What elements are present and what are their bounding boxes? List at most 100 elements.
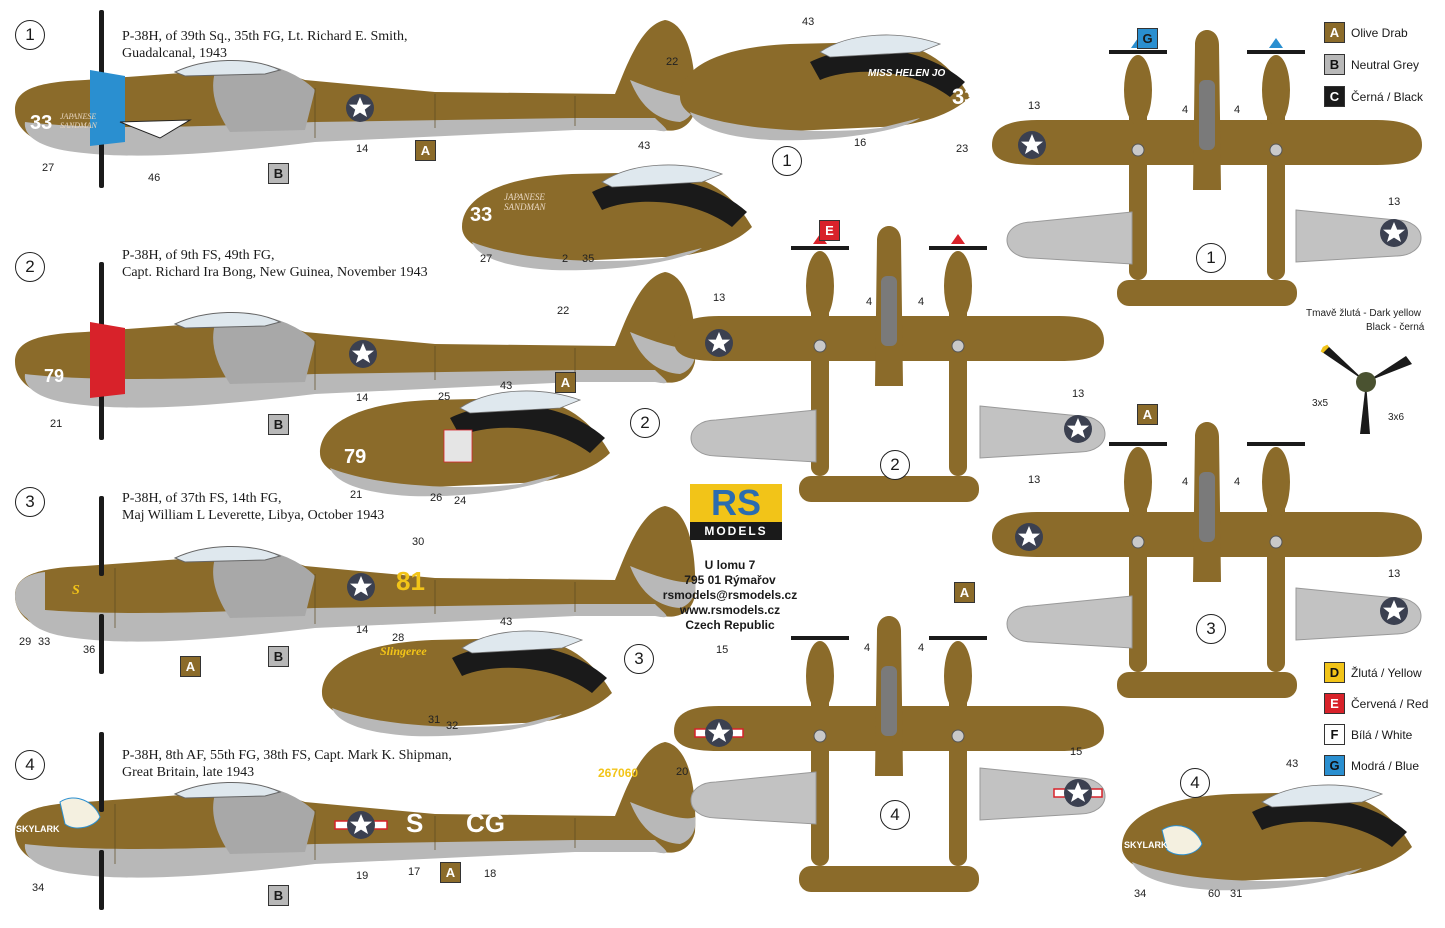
legend-f-label: Bílá / White bbox=[1351, 727, 1413, 742]
color-letter-b-4: B bbox=[268, 885, 289, 906]
legend-b: B Neutral Grey bbox=[1324, 54, 1419, 75]
prop-count-right: 3x6 bbox=[1388, 412, 1405, 423]
legend-f: F Bílá / White bbox=[1324, 724, 1412, 745]
color-letter-b-3: B bbox=[268, 646, 289, 667]
scheme-4-caption-line1: P-38H, 8th AF, 55th FG, 38th FS, Capt. M… bbox=[122, 748, 452, 763]
legend-d: D Žlutá / Yellow bbox=[1324, 662, 1422, 683]
callout-14-3: 14 bbox=[356, 624, 369, 636]
scheme-2-side-profile bbox=[14, 261, 696, 441]
color-letter-a-4: A bbox=[440, 862, 461, 883]
top-view-number-1: 1 bbox=[1196, 243, 1226, 273]
prop-label-black: Black - černá bbox=[1366, 322, 1425, 333]
s2-code-tail: 79 bbox=[587, 294, 619, 325]
callout-35: 35 bbox=[582, 253, 595, 265]
callout-14-2: 14 bbox=[356, 392, 369, 404]
nose-view-2 bbox=[319, 390, 611, 497]
callout-33: 33 bbox=[38, 636, 51, 648]
callout-34-b: 34 bbox=[1134, 888, 1147, 900]
legend-c-label: Černá / Black bbox=[1351, 89, 1424, 104]
scheme-2-caption: P-38H, of 9th FS, 49th FG, Capt. Richard… bbox=[122, 247, 428, 281]
scheme-1-side-profile bbox=[14, 9, 696, 189]
color-letter-b-2: B bbox=[268, 414, 289, 435]
top-view-number-2: 2 bbox=[880, 450, 910, 480]
callout-22-2: 22 bbox=[557, 305, 570, 317]
callout-4-b: 4 bbox=[1234, 104, 1241, 116]
callout-15-b: 15 bbox=[1070, 746, 1083, 758]
legend-a-label: Olive Drab bbox=[1351, 25, 1408, 40]
callout-43-3: 43 bbox=[500, 616, 513, 628]
callout-4-d: 4 bbox=[918, 296, 925, 308]
callout-24: 24 bbox=[454, 495, 467, 507]
scheme-number-2: 2 bbox=[15, 252, 45, 282]
callout-13-f: 13 bbox=[1388, 568, 1401, 580]
shark-mouth bbox=[119, 119, 192, 139]
scheme-1-caption: P-38H, of 39th Sq., 35th FG, Lt. Richard… bbox=[122, 28, 407, 62]
callout-27-b: 27 bbox=[480, 253, 493, 265]
legend-c-swatch: C bbox=[1324, 86, 1345, 107]
callout-21-2: 21 bbox=[350, 489, 363, 501]
s4-code-side: SKYLARK bbox=[16, 824, 60, 834]
nose-3-art: Slingeree bbox=[380, 644, 427, 658]
nose-2-code: 79 bbox=[344, 446, 367, 468]
underwing-3b bbox=[1295, 587, 1422, 641]
nose-1b-art: JAPANESE SANDMAN bbox=[504, 192, 546, 212]
top-view-number-4: 4 bbox=[880, 800, 910, 830]
address-website[interactable]: www.rsmodels.cz bbox=[679, 603, 781, 617]
scheme-number-1: 1 bbox=[15, 20, 45, 50]
address-email[interactable]: rsmodels@rsmodels.cz bbox=[662, 588, 798, 602]
scheme-4-side-profile bbox=[14, 731, 696, 911]
callout-4-c: 4 bbox=[866, 296, 873, 308]
scheme-2-caption-line2: Capt. Richard Ira Bong, New Guinea, Nove… bbox=[122, 265, 428, 280]
legend-d-label: Žlutá / Yellow bbox=[1351, 665, 1422, 680]
callout-30: 30 bbox=[412, 536, 425, 548]
legend-g-swatch: G bbox=[1324, 755, 1345, 776]
nose-view-1a bbox=[679, 34, 971, 141]
callout-15-a: 15 bbox=[716, 644, 729, 656]
scheme-number-4: 4 bbox=[15, 750, 45, 780]
legend-a-swatch: A bbox=[1324, 22, 1345, 43]
callout-2: 2 bbox=[562, 253, 569, 265]
callout-28: 28 bbox=[392, 632, 405, 644]
callout-17: 17 bbox=[408, 866, 421, 878]
callout-60: 60 bbox=[1208, 888, 1221, 900]
callout-13-a: 13 bbox=[1028, 100, 1041, 112]
callout-31-b: 31 bbox=[1230, 888, 1243, 900]
callout-43: 43 bbox=[802, 16, 815, 28]
nose-view-number-4: 4 bbox=[1180, 768, 1210, 798]
s2-code-side: 79 bbox=[44, 366, 65, 386]
rs-logo-sub: MODELS bbox=[690, 522, 782, 540]
legend-e-label: Červená / Red bbox=[1351, 696, 1429, 711]
callout-13-d: 13 bbox=[1072, 388, 1085, 400]
s4-fuselage-cg: CG bbox=[466, 808, 505, 838]
underwing-4b bbox=[979, 767, 1106, 821]
nose-1b-code: 33 bbox=[470, 204, 493, 226]
scheme-1-caption-line1: P-38H, of 39th Sq., 35th FG, Lt. Richard… bbox=[122, 29, 408, 44]
s3-code-side: S bbox=[72, 583, 80, 598]
nose-view-number-1: 1 bbox=[772, 146, 802, 176]
underwing-1b bbox=[1295, 209, 1422, 263]
legend-c: C Černá / Black bbox=[1324, 86, 1423, 107]
scheme-3-caption: P-38H, of 37th FS, 14th FG, Maj William … bbox=[122, 490, 384, 524]
color-letter-g-1: G bbox=[1137, 28, 1158, 49]
s3-code-tail: 81 bbox=[396, 566, 425, 596]
legend-b-label: Neutral Grey bbox=[1351, 57, 1420, 72]
s1-code-tail: 33 bbox=[592, 46, 619, 73]
legend-f-swatch: F bbox=[1324, 724, 1345, 745]
callout-16: 16 bbox=[854, 137, 867, 149]
underwing-2a bbox=[690, 409, 817, 463]
rs-models-logo: RS MODELS bbox=[690, 484, 782, 540]
nose-4-code: SKYLARK bbox=[1124, 840, 1168, 850]
callout-34: 34 bbox=[32, 882, 45, 894]
legend-b-swatch: B bbox=[1324, 54, 1345, 75]
prop-count-left: 3x5 bbox=[1312, 398, 1329, 409]
callout-43-b: 43 bbox=[638, 140, 651, 152]
scheme-3-side-profile bbox=[14, 495, 696, 675]
s1-code-side: 33 bbox=[30, 112, 53, 134]
callout-4-e: 4 bbox=[1182, 476, 1189, 488]
callout-23: 23 bbox=[956, 143, 969, 155]
scheme-3-caption-line2: Maj William L Leverette, Libya, October … bbox=[122, 508, 385, 523]
callout-26: 26 bbox=[430, 492, 443, 504]
nose-view-4 bbox=[1121, 784, 1413, 891]
skylark-art bbox=[59, 797, 101, 829]
callout-4-a: 4 bbox=[1182, 104, 1189, 116]
